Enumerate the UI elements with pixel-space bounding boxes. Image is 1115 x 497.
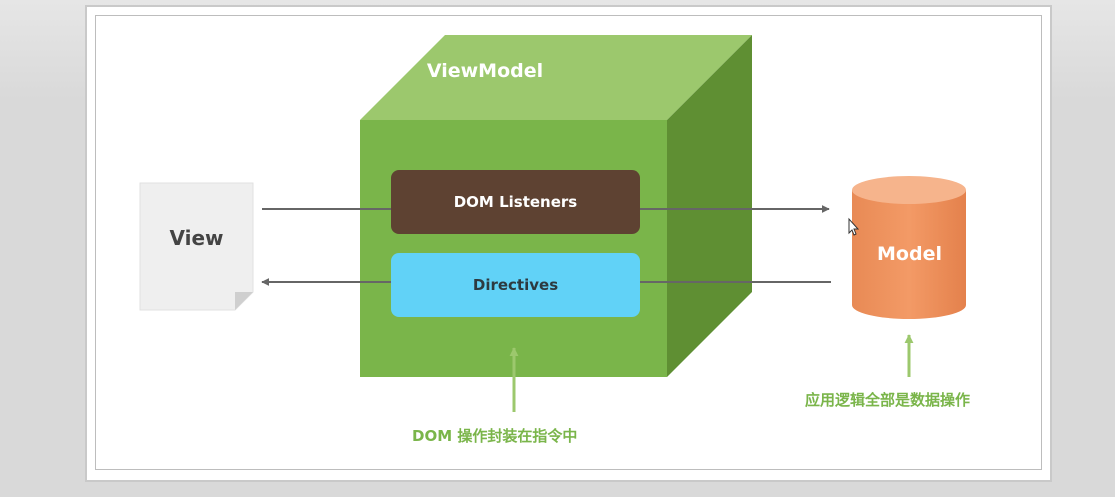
viewmodel-title: ViewModel [426,60,544,82]
mouse-cursor-icon [848,217,860,236]
cube-front-face [360,120,667,377]
directives-label: Directives [472,276,559,294]
cube-side-face [667,35,752,377]
slide-inner-border [95,15,1042,470]
model-annotation: 应用逻辑全部是数据操作 [805,391,971,409]
dom-listeners-label: DOM Listeners [453,193,578,211]
model-label: Model [877,243,942,265]
view-label: View [169,226,224,250]
cube-top-face [360,35,752,120]
directives-box: Directives [391,253,640,317]
dom-listeners-box: DOM Listeners [391,170,640,234]
view-page-fold [235,292,253,310]
dom-annotation: DOM 操作封装在指令中 [412,427,578,445]
model-database-icon [852,176,966,319]
